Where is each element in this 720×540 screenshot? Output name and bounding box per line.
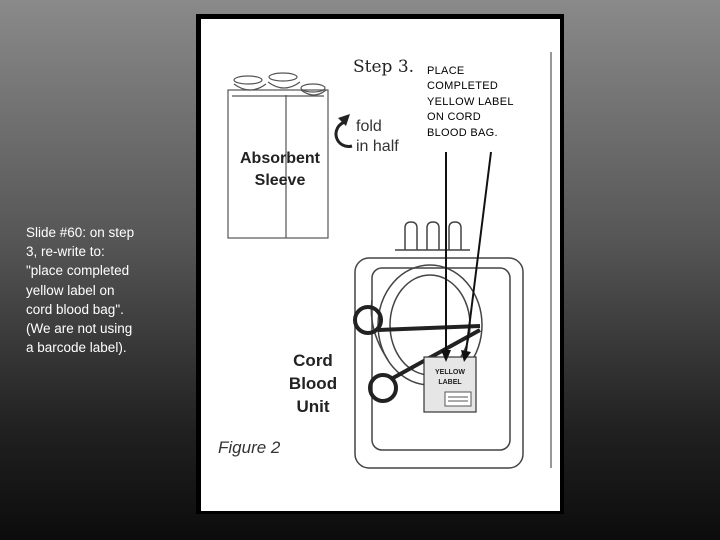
note-line: (We are not using [26, 319, 166, 338]
yellow-label-line: LABEL [425, 378, 475, 388]
note-line: "place completed [26, 261, 166, 280]
fold-arrow-icon [336, 122, 352, 147]
callout-line: COMPLETED [427, 79, 537, 94]
callout-line: PLACE [427, 64, 537, 79]
figure-caption: Figure 2 [218, 438, 280, 458]
unit-label-line: Cord [278, 349, 348, 372]
callout-line: BLOOD BAG. [427, 126, 537, 141]
absorbent-sleeve-label: Absorbent Sleeve [232, 148, 328, 192]
yellow-label-text: YELLOW LABEL [425, 368, 475, 388]
note-line: cord blood bag". [26, 300, 166, 319]
callout-pointer-lines [446, 152, 491, 352]
fold-label-line: fold [356, 117, 399, 137]
note-line: yellow label on [26, 281, 166, 300]
note-line: 3, re-write to: [26, 242, 166, 261]
cord-blood-bag-drawing [355, 222, 523, 468]
unit-label-line: Unit [278, 395, 348, 418]
callout-text: PLACE COMPLETED YELLOW LABEL ON CORD BLO… [427, 64, 537, 141]
callout-line: YELLOW LABEL [427, 95, 537, 110]
fold-label-line: in half [356, 137, 399, 157]
cord-blood-unit-label: Cord Blood Unit [278, 349, 348, 418]
step-title: Step 3. [353, 57, 414, 77]
yellow-label-line: YELLOW [425, 368, 475, 378]
fold-label: fold in half [356, 117, 399, 157]
note-line: Slide #60: on step [26, 223, 166, 242]
slide-note: Slide #60: on step 3, re-write to: "plac… [26, 223, 166, 357]
callout-line: ON CORD [427, 110, 537, 125]
sleeve-label-line: Absorbent [232, 148, 328, 170]
note-line: a barcode label). [26, 338, 166, 357]
unit-label-line: Blood [278, 372, 348, 395]
sleeve-label-line: Sleeve [232, 170, 328, 192]
